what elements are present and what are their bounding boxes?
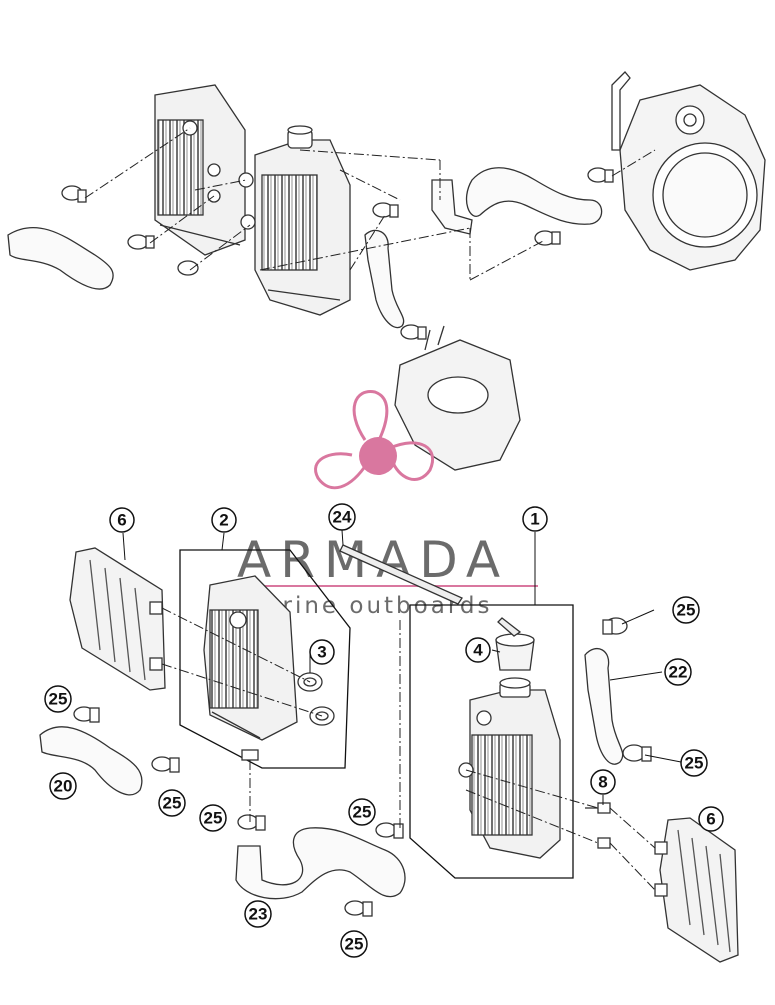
svg-text:25: 25 (49, 690, 68, 709)
callout-25-f: 25 (672, 596, 700, 624)
svg-text:8: 8 (598, 773, 607, 792)
radiator-cap (495, 617, 535, 671)
callout-8: 8 (590, 769, 616, 795)
left-radiator-guard (69, 547, 166, 691)
overview-pump-cover (611, 71, 766, 271)
screws (585, 802, 611, 849)
callout-4: 4 (465, 637, 491, 663)
overview-hose-left (7, 226, 114, 290)
overview-left-radiator (154, 84, 246, 256)
svg-text:25: 25 (685, 754, 704, 773)
hose-22 (584, 648, 624, 765)
callout-3: 3 (309, 639, 335, 665)
svg-text:20: 20 (54, 777, 73, 796)
hose-clamps (73, 617, 652, 917)
svg-text:6: 6 (117, 511, 126, 530)
callout-6-left: 6 (109, 507, 135, 533)
callout-1: 1 (522, 506, 548, 532)
detailed-assembly (39, 529, 739, 963)
svg-text:4: 4 (473, 641, 483, 660)
callout-25-e: 25 (340, 930, 368, 958)
overview-clamps (61, 167, 614, 340)
callout-23: 23 (244, 900, 272, 928)
callout-6-right: 6 (698, 806, 724, 832)
callout-20: 20 (49, 772, 77, 800)
callout-25-b: 25 (158, 789, 186, 817)
svg-text:2: 2 (219, 511, 228, 530)
overview-right-radiator (238, 125, 351, 316)
svg-text:25: 25 (204, 809, 223, 828)
hose-20 (39, 726, 143, 796)
hose-23 (235, 827, 406, 900)
callouts: 1 2 3 4 6 6 8 20 22 23 24 25 25 25 25 25… (44, 503, 724, 958)
callout-25-c: 25 (199, 804, 227, 832)
svg-text:1: 1 (530, 510, 539, 529)
right-radiator-group-box (409, 604, 574, 879)
overview-cylinder-head (394, 325, 521, 471)
overview-hose-right (465, 167, 603, 225)
svg-text:25: 25 (163, 794, 182, 813)
propeller-logo-icon (314, 390, 434, 490)
left-radiator (203, 575, 298, 761)
leader-lines (122, 529, 682, 805)
callout-22: 22 (664, 658, 692, 686)
svg-text:25: 25 (345, 935, 364, 954)
overview-assembly (7, 71, 766, 471)
svg-text:24: 24 (333, 508, 352, 527)
overview-assembly-lines (84, 127, 656, 281)
svg-text:25: 25 (353, 803, 372, 822)
svg-text:25: 25 (677, 601, 696, 620)
detailed-assembly-lines (161, 607, 656, 891)
svg-text:22: 22 (669, 663, 688, 682)
callout-24: 24 (328, 503, 356, 531)
svg-text:3: 3 (317, 643, 326, 662)
left-radiator-group-box (179, 549, 351, 769)
svg-text:23: 23 (249, 905, 268, 924)
callout-25-g: 25 (680, 749, 708, 777)
grommets (297, 672, 335, 726)
callout-25-d: 25 (348, 798, 376, 826)
svg-text:6: 6 (706, 810, 715, 829)
callout-2: 2 (211, 507, 237, 533)
connecting-rod (339, 544, 463, 605)
right-radiator-guard (654, 817, 739, 963)
callout-25-a: 25 (44, 685, 72, 713)
right-radiator (458, 677, 561, 859)
overview-hose-middle (364, 229, 405, 329)
